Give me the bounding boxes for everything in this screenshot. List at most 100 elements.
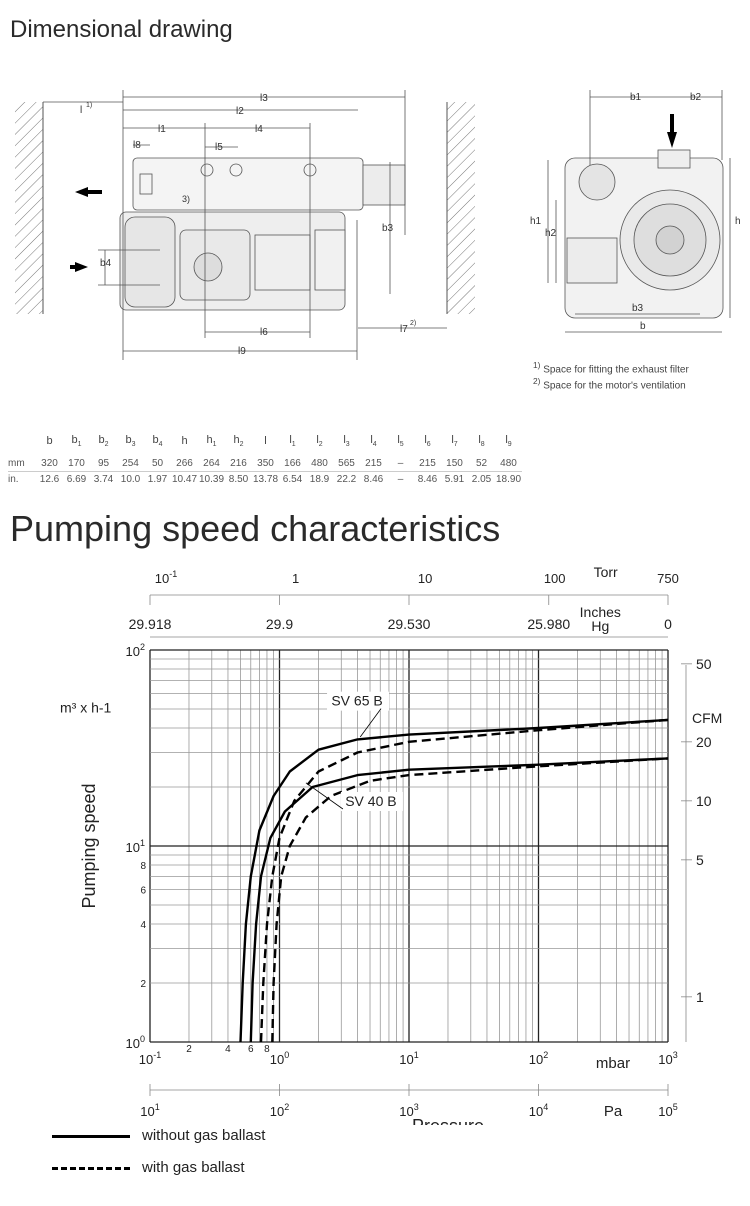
table-cell: 95 bbox=[97, 458, 110, 470]
table-cell: 10.39 bbox=[198, 471, 225, 488]
table-cell: 565 bbox=[338, 458, 355, 470]
dim-label-l2: l2 bbox=[236, 106, 244, 117]
table-cell: 150 bbox=[446, 458, 463, 470]
pa-tick-label: 102 bbox=[270, 1102, 289, 1119]
table-cell: 480 bbox=[500, 458, 517, 470]
torr-tick-label: 10-1 bbox=[155, 569, 177, 586]
table-header-l9: l9 bbox=[505, 434, 512, 449]
x-unit-label: mbar bbox=[596, 1055, 630, 1072]
dim-label-l6: l6 bbox=[260, 327, 268, 338]
torr-unit-label: Torr bbox=[594, 564, 618, 580]
table-header-b: b bbox=[46, 435, 53, 448]
annotation-bg bbox=[340, 791, 403, 811]
cfm-unit-label: CFM bbox=[692, 710, 722, 726]
y-minor-tick-label: 6 bbox=[140, 885, 146, 896]
annotation-leader bbox=[305, 782, 344, 810]
table-cell: 6.54 bbox=[279, 471, 306, 488]
table-cell: 254 bbox=[122, 458, 139, 470]
section-title-dimensional-drawing: Dimensional drawing bbox=[10, 16, 233, 43]
table-cell: 8.50 bbox=[225, 471, 252, 488]
table-cell: 50 bbox=[151, 458, 164, 470]
dim-label-l5: l5 bbox=[215, 142, 223, 153]
pa-tick-label: 101 bbox=[140, 1102, 159, 1119]
x-tick-label: 103 bbox=[658, 1050, 677, 1067]
dim-label-b3: b3 bbox=[382, 223, 394, 234]
table-header-b4: b4 bbox=[152, 434, 163, 449]
cfm-tick-label: 1 bbox=[696, 989, 704, 1005]
table-header-l1: l1 bbox=[289, 434, 296, 449]
table-cell: 12.6 bbox=[36, 471, 63, 488]
table-header-l4: l4 bbox=[370, 434, 377, 449]
inhg-unit-line1: Inches bbox=[580, 604, 621, 620]
annotation-bg bbox=[327, 691, 390, 711]
table-cell: 52 bbox=[475, 458, 488, 470]
series-line-4 bbox=[271, 757, 669, 1043]
x-minor-tick-label: 8 bbox=[264, 1044, 270, 1055]
table-cell: 18.90 bbox=[495, 471, 522, 488]
table-cell: – bbox=[387, 471, 414, 488]
footnote-1: 1) Space for fitting the exhaust filter bbox=[533, 360, 689, 376]
table-cell: 10.47 bbox=[171, 471, 198, 488]
table-cell: 13.78 bbox=[252, 471, 279, 488]
table-cell: 2.05 bbox=[468, 471, 495, 488]
series-annotation: SV 40 B bbox=[345, 793, 396, 809]
dim-label-b1: b1 bbox=[630, 92, 642, 103]
pa-tick-label: 104 bbox=[529, 1102, 548, 1119]
table-header-l: l bbox=[264, 435, 267, 448]
dim-label-l4: l4 bbox=[255, 124, 263, 135]
table-cell: 18.9 bbox=[306, 471, 333, 488]
series-line-3 bbox=[249, 757, 669, 1043]
dim-label-l7-sup: 2) bbox=[410, 320, 416, 327]
table-cell: 10.0 bbox=[117, 471, 144, 488]
x-minor-tick-label: 6 bbox=[248, 1044, 254, 1055]
table-header-l7: l7 bbox=[451, 434, 458, 449]
legend-item-solid: without gas ballast bbox=[52, 1127, 265, 1144]
table-header-h: h bbox=[181, 435, 188, 448]
inhg-tick-label: 0 bbox=[664, 616, 672, 632]
table-header-h2: h2 bbox=[233, 434, 244, 449]
table-cell: 5.91 bbox=[441, 471, 468, 488]
x-minor-tick-label: 4 bbox=[225, 1044, 231, 1055]
cfm-tick-label: 20 bbox=[696, 734, 712, 750]
y-tick-label: 102 bbox=[126, 642, 145, 659]
dim-label-b: b bbox=[640, 321, 646, 332]
table-cell: – bbox=[397, 458, 404, 470]
table-cell: 216 bbox=[230, 458, 247, 470]
y-minor-tick-label: 4 bbox=[140, 920, 146, 931]
y-minor-tick-label: 2 bbox=[140, 979, 146, 990]
table-cell: 8.46 bbox=[360, 471, 387, 488]
table-cell: 8.46 bbox=[414, 471, 441, 488]
x-tick-label: 101 bbox=[399, 1050, 418, 1067]
chart-grid bbox=[149, 649, 669, 1043]
cfm-tick-label: 10 bbox=[696, 793, 712, 809]
dim-label-l: l bbox=[80, 105, 82, 116]
y-axis-title: Pumping speed bbox=[79, 783, 99, 908]
table-cell: 166 bbox=[284, 458, 301, 470]
inhg-tick-label: 25.980 bbox=[527, 616, 570, 632]
table-header-l5: l5 bbox=[397, 434, 404, 449]
pa-tick-label: 105 bbox=[658, 1102, 677, 1119]
table-header-b1: b1 bbox=[71, 434, 82, 449]
legend-item-dashed: with gas ballast bbox=[52, 1159, 245, 1176]
x-axis-title: Pressure bbox=[412, 1116, 484, 1125]
footnote-2: 2) Space for the motor's ventilation bbox=[533, 376, 686, 392]
dim-label-l9: l9 bbox=[238, 346, 246, 357]
table-cell: in. bbox=[8, 471, 36, 488]
dimensional-drawing: l 1) l3 l2 l1 l4 l8 l5 b4 b3 l6 l7 2) l9… bbox=[15, 90, 741, 360]
inhg-tick-label: 29.918 bbox=[129, 616, 172, 632]
table-cell: 266 bbox=[176, 458, 193, 470]
torr-tick-label: 100 bbox=[544, 571, 566, 586]
series-annotation: SV 65 B bbox=[331, 693, 382, 709]
dim-label-h2: h2 bbox=[545, 228, 557, 239]
dim-label-l7: l7 bbox=[400, 324, 408, 335]
torr-tick-label: 1 bbox=[292, 571, 299, 586]
table-header-h1: h1 bbox=[206, 434, 217, 449]
cfm-tick-label: 50 bbox=[696, 656, 712, 672]
chart-axes bbox=[149, 594, 692, 1096]
table-cell: 1.97 bbox=[144, 471, 171, 488]
x-minor-tick-label: 2 bbox=[186, 1044, 192, 1055]
